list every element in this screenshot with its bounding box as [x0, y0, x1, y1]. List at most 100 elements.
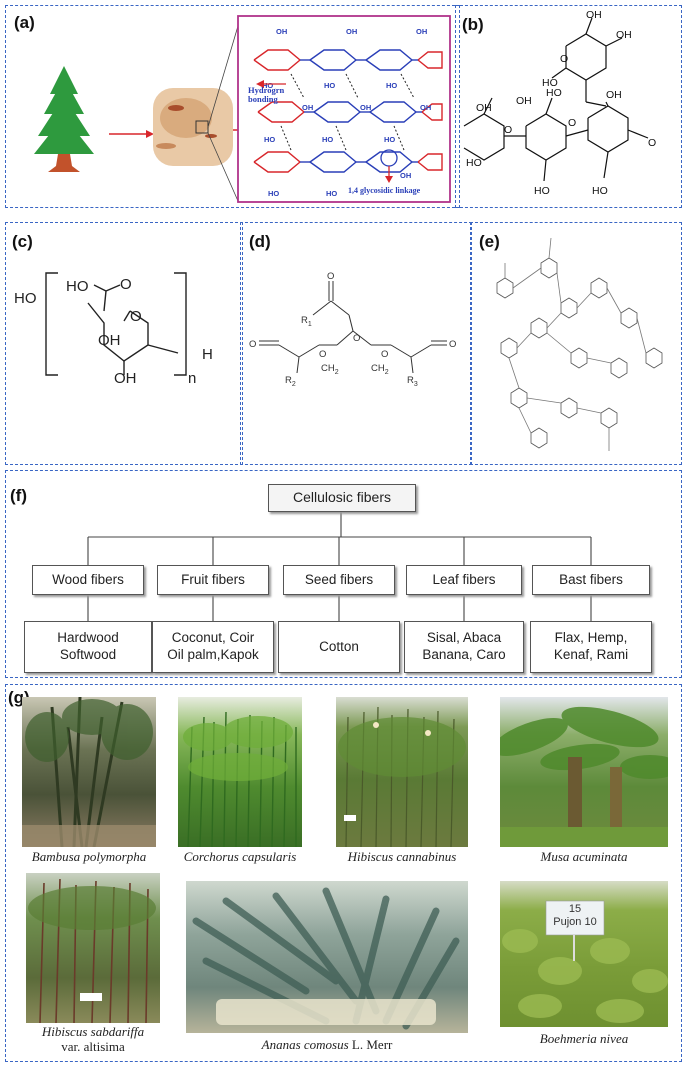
- svg-text:OH: OH: [606, 89, 622, 101]
- photo-ananas-comosus: [186, 881, 468, 1033]
- pectin-structure: HO HO O O OH OH H n: [14, 272, 213, 387]
- svg-text:HO: HO: [546, 87, 562, 99]
- triglyceride-structure: O R1 R2 R3 O O O O O CH2 CH2: [249, 271, 456, 388]
- hydrogen-bonding-label: Hydrogrn bonding: [248, 85, 285, 105]
- category-fruit-fibers: Fruit fibers: [157, 565, 269, 595]
- svg-text:O: O: [560, 53, 568, 65]
- tree-icon: [34, 66, 94, 172]
- lignin-structure: [496, 237, 663, 451]
- svg-text:O: O: [648, 137, 656, 149]
- panel-a-illustration: OH OH OH HO HO HO OH OH OH HO HO HO HO HO OH: [34, 15, 451, 203]
- d-o-top: O: [327, 271, 334, 282]
- oh-labels: OH OH OH HO HO HO OH OH OH HO HO HO HO HO OH: [262, 27, 431, 198]
- svg-text:OH: OH: [276, 27, 287, 36]
- caption-musa-acuminata: Musa acuminata: [540, 849, 628, 864]
- panel-e-label: (e): [479, 232, 500, 251]
- photo-hibiscus-sabdariffa: [26, 873, 160, 1023]
- cellulose-chains: [253, 49, 443, 173]
- d-o-left: O: [249, 339, 256, 350]
- svg-text:HO: HO: [384, 135, 395, 144]
- svg-text:HO: HO: [542, 77, 558, 89]
- svg-text:HO: HO: [322, 135, 333, 144]
- photo-musa-acuminata: [500, 697, 668, 847]
- c-o-carboxyl: O: [120, 276, 132, 293]
- d-r3: R3: [407, 375, 418, 388]
- ramie-sign: 15 Pujon 10: [553, 903, 597, 929]
- svg-text:O: O: [568, 117, 576, 129]
- cellulosic-fibers-root: Cellulosic fibers: [268, 484, 416, 512]
- panel-b-label: (b): [462, 15, 484, 34]
- d-o-ester2: O: [381, 349, 388, 360]
- c-ho-left: HO: [14, 290, 37, 307]
- panel-d: (d) O R1 R2 R3 O O O O O CH2: [240, 222, 472, 465]
- d-r2: R2: [285, 375, 296, 388]
- svg-text:OH: OH: [360, 103, 371, 112]
- svg-text:HO: HO: [466, 157, 482, 169]
- svg-text:HO: HO: [386, 81, 397, 90]
- category-seed-fibers: Seed fibers: [283, 565, 395, 595]
- panel-e: (e): [470, 222, 682, 465]
- svg-text:HO: HO: [534, 185, 550, 197]
- c-n: n: [188, 370, 196, 387]
- photo-corchorus-capsularis: [178, 697, 302, 847]
- caption-hibiscus-sabdariffa: Hibiscus sabdariffa var. altisima: [41, 1024, 145, 1054]
- svg-text:OH: OH: [516, 95, 532, 107]
- category-bast-fibers: Bast fibers: [532, 565, 650, 595]
- d-ch2-right: CH2: [371, 363, 389, 376]
- svg-text:O: O: [504, 124, 512, 136]
- svg-text:OH: OH: [616, 29, 632, 41]
- svg-text:HO: HO: [592, 185, 608, 197]
- c-h: H: [202, 346, 213, 363]
- photo-bambusa-polymorpha: [22, 697, 156, 847]
- panel-g: (g) Bambusa polymorpha: [5, 684, 682, 1062]
- svg-text:OH: OH: [346, 27, 357, 36]
- panel-f-label: (f): [10, 486, 27, 505]
- fiber-tree-connectors: [87, 511, 592, 621]
- caption-ananas-comosus: Ananas comosus L. Merr: [261, 1037, 393, 1052]
- category-leaf-fibers: Leaf fibers: [406, 565, 522, 595]
- svg-text:OH: OH: [302, 103, 313, 112]
- d-o-mid: O: [353, 333, 360, 344]
- d-r1: R1: [301, 315, 312, 328]
- svg-text:OH: OH: [420, 103, 431, 112]
- svg-text:HO: HO: [324, 81, 335, 90]
- d-o-right: O: [449, 339, 456, 350]
- svg-text:HO: HO: [268, 189, 279, 198]
- d-ch2-left: CH2: [321, 363, 339, 376]
- panel-a-label: (a): [14, 13, 35, 32]
- c-oh-mid: OH: [98, 332, 121, 349]
- panel-d-label: (d): [249, 232, 271, 251]
- photo-hibiscus-cannabinus: [336, 697, 468, 847]
- caption-corchorus-capsularis: Corchorus capsularis: [183, 849, 297, 864]
- panel-c-label: (c): [12, 232, 33, 251]
- wood-texture-image: [153, 88, 233, 166]
- caption-hibiscus-cannabinus: Hibiscus cannabinus: [347, 849, 457, 864]
- panel-c: (c) HO HO O O OH OH H n: [5, 222, 243, 465]
- caption-boehmeria-nivea: Boehmeria nivea: [539, 1031, 629, 1046]
- svg-text:OH: OH: [416, 27, 427, 36]
- caption-bambusa-polymorpha: Bambusa polymorpha: [31, 849, 147, 864]
- svg-text:HO: HO: [326, 189, 337, 198]
- category-wood-fibers: Wood fibers: [32, 565, 144, 595]
- svg-text:HO: HO: [264, 135, 275, 144]
- svg-text:HO: HO: [262, 81, 273, 90]
- examples-bast-fibers: Flax, Hemp,Kenaf, Rami: [530, 621, 652, 673]
- c-oh-bottom: OH: [114, 370, 137, 387]
- svg-text:OH: OH: [400, 171, 411, 180]
- photo-boehmeria-nivea: 15 Pujon 10: [500, 881, 668, 1027]
- panel-a: (a): [5, 5, 460, 208]
- c-o-ring: O: [130, 308, 142, 325]
- hemicellulose-structure: [463, 17, 649, 182]
- panel-f: (f) Cellulosic fibers Wood fibers Fruit …: [5, 470, 682, 678]
- c-ho-top: HO: [66, 278, 89, 295]
- examples-seed-fibers: Cotton: [278, 621, 400, 673]
- svg-text:OH: OH: [586, 9, 602, 21]
- glycosidic-linkage-label: 1,4 glycosidic linkage: [348, 186, 421, 195]
- d-o-ester1: O: [319, 349, 326, 360]
- svg-text:OH: OH: [476, 102, 492, 114]
